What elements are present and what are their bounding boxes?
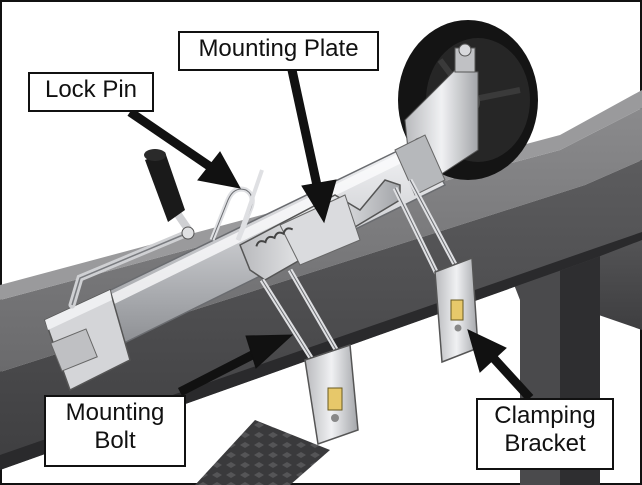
mounting-plate-arrowhead — [301, 179, 337, 224]
clamp-bracket-left — [304, 343, 359, 446]
mounting-bolt-label-line-2: Bolt — [94, 427, 136, 454]
lock-pin — [209, 169, 264, 241]
crank-handle — [68, 149, 195, 309]
mounting-bolt-arrowhead — [245, 334, 294, 369]
clamping-bracket-label-line-1: Clamping — [494, 402, 596, 429]
clamp-bracket-right — [434, 256, 479, 364]
mounting-plate-label-text: Mounting Plate — [198, 35, 359, 62]
clamping-bracket-arrowhead — [467, 329, 507, 373]
mounting-bolt-label: Mounting Bolt — [44, 395, 186, 467]
gear-housing — [44, 288, 131, 392]
callout-arrows — [127, 69, 534, 402]
lock-pin-label: Lock Pin — [28, 72, 154, 112]
clamping-bracket-label: Clamping Bracket — [476, 398, 614, 470]
lock-pin-label-text: Lock Pin — [44, 76, 138, 103]
diamond-plate — [195, 420, 330, 485]
mounting-plate-label: Mounting Plate — [178, 31, 379, 71]
lock-pin-arrowhead — [197, 151, 241, 189]
clamping-bracket-label-line-2: Bracket — [504, 430, 586, 457]
mounting-bolt-label-line-1: Mounting — [65, 399, 165, 426]
